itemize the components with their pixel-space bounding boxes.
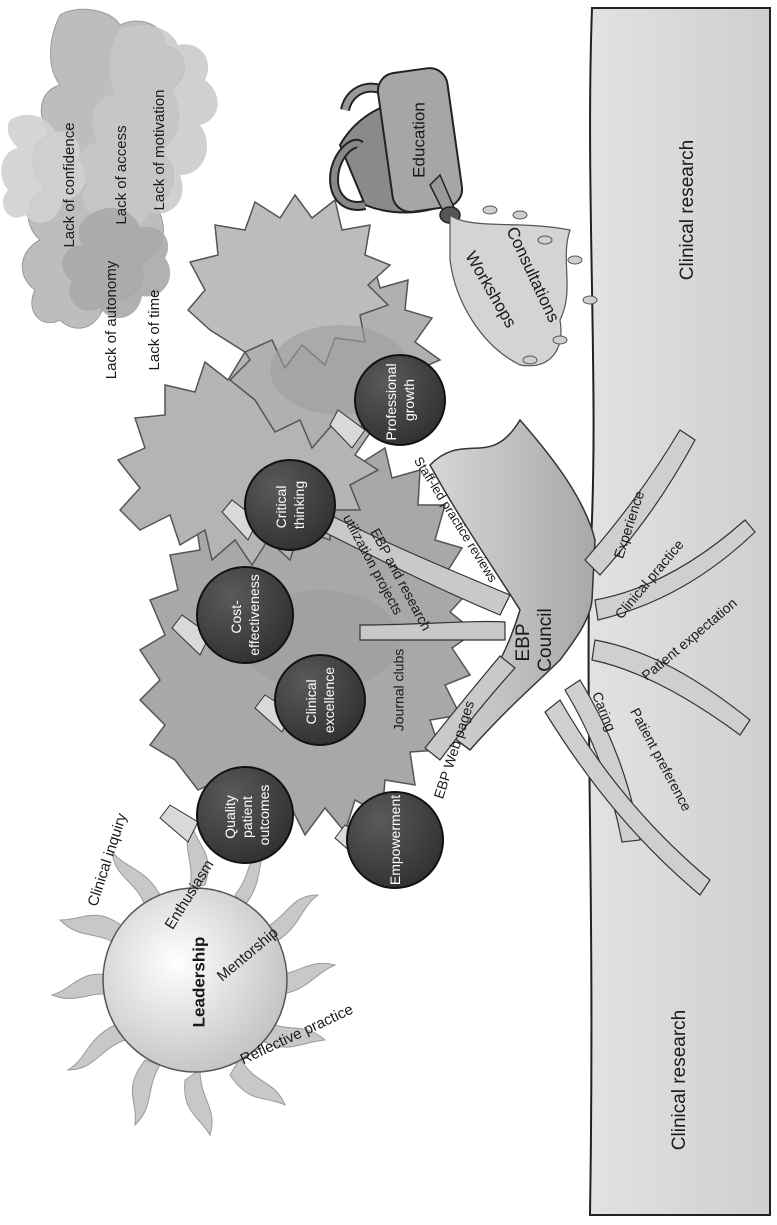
svg-text:Clinical excellence: Clinical excellence (303, 667, 337, 733)
watering-can-label: Education (409, 102, 428, 178)
sun-ray-label: Clinical inquiry (84, 811, 130, 909)
apple-label-line: Professional (383, 363, 399, 440)
svg-text:EBP Council: EBP Council (513, 608, 556, 671)
svg-text:Cost- effectiveness: Cost- effectiveness (228, 574, 262, 655)
sun: Leadership Clinical inquiry Enthusiasm M… (50, 811, 356, 1137)
apple-cost-effectiveness: Cost- effectiveness (171, 566, 294, 664)
apple-label-line: thinking (291, 481, 307, 529)
cloud-label: Lack of time (146, 290, 163, 371)
apple-label-line: outcomes (256, 785, 272, 846)
trunk-label-line: Council (535, 608, 556, 671)
apple-label-line: Empowerment (387, 795, 403, 885)
apple-label-line: effectiveness (246, 574, 262, 655)
apple-critical-thinking: Critical thinking (221, 459, 336, 551)
trunk-label-line: EBP (513, 624, 534, 662)
sun-center-label: Leadership (189, 937, 208, 1028)
ground-label-right: Clinical research (677, 140, 698, 280)
cloud-group (1, 8, 218, 329)
apple-label-line: Clinical (303, 679, 319, 724)
apple-label-line: patient (239, 796, 255, 838)
apple-quality-patient-outcomes: Quality patient outcomes (159, 766, 294, 864)
tree-trunk (319, 418, 596, 761)
water-spray: Workshops Consultations (449, 205, 598, 367)
svg-text:Professional growth: Professional growth (383, 360, 417, 441)
sun-disc (102, 887, 288, 1073)
apple-label-line: Critical (273, 486, 289, 529)
watering-can: Education (329, 67, 464, 224)
apple-professional-growth: Professional growth (329, 354, 446, 449)
apple-label-line: excellence (321, 667, 337, 733)
apple-label-line: growth (401, 379, 417, 421)
svg-text:Empowerment: Empowerment (387, 795, 403, 885)
cloud-label: Lack of confidence (61, 122, 78, 247)
cloud-label: Lack of motivation (151, 90, 168, 211)
svg-text:Critical thinking: Critical thinking (273, 481, 307, 529)
apple-label-line: Quality (222, 795, 238, 839)
cloud-label: Lack of access (113, 125, 130, 224)
branch-label: Journal clubs (391, 649, 407, 732)
ground-label-left: Clinical research (669, 1010, 690, 1150)
apple-label-line: Cost- (228, 600, 244, 634)
apple-clinical-excellence: Clinical excellence (254, 654, 366, 746)
tree-roots (544, 429, 756, 896)
cloud-label: Lack of autonomy (103, 260, 120, 379)
svg-text:Quality patient ou: Quality patient outcomes (222, 785, 272, 846)
apple-empowerment: Empowerment (334, 791, 444, 889)
